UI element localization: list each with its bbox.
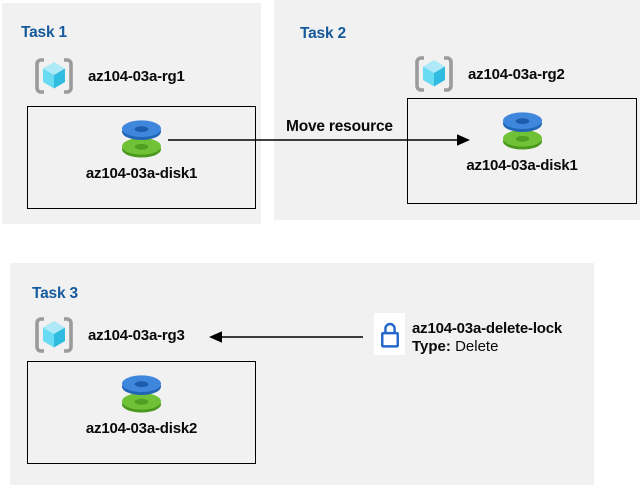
task-2-resource-box: az104-03a-disk1	[407, 98, 637, 204]
task-3-title: Task 3	[32, 284, 78, 302]
task-3-resource-group: az104-03a-rg3	[31, 314, 185, 356]
lock-type: Type: Delete	[412, 338, 562, 356]
resource-group-icon	[35, 317, 73, 353]
lock-name: az104-03a-delete-lock	[412, 320, 563, 337]
managed-disk-icon	[121, 120, 162, 158]
managed-disk-icon	[502, 112, 542, 150]
lock-badge	[374, 313, 405, 355]
task-2-title: Task 2	[300, 24, 346, 42]
resource-group-label: az104-03a-rg2	[468, 65, 565, 83]
resource-group-label: az104-03a-rg1	[88, 67, 185, 85]
task-1-resource-box: az104-03a-disk1	[27, 106, 256, 209]
task-1-title: Task 1	[21, 23, 67, 41]
resource-group-icon	[415, 56, 453, 92]
panel-task-3: Task 3 az104-03a-rg3 az104-03a-disk2	[10, 263, 594, 485]
panel-task-2: Task 2 az104-03a-rg2 az104-03a-disk1	[274, 0, 640, 220]
disk-label: az104-03a-disk2	[85, 420, 198, 437]
resource-group-icon	[35, 58, 73, 94]
lock-type-value: Delete	[455, 338, 499, 355]
disk-label: az104-03a-disk1	[85, 165, 198, 182]
resource-group-label: az104-03a-rg3	[88, 326, 185, 344]
lock-type-label: Type:	[412, 338, 451, 355]
task-2-resource-group: az104-03a-rg2	[411, 53, 565, 95]
lock-annotation: az104-03a-delete-lock Type: Delete	[412, 320, 562, 356]
task-3-resource-box: az104-03a-disk2	[27, 361, 256, 464]
task-1-resource-group: az104-03a-rg1	[31, 55, 185, 97]
move-resource-label: Move resource	[286, 118, 393, 135]
lock-icon	[380, 322, 399, 348]
panel-task-1: Task 1 az104-03a-rg1 az104-03a-disk1	[2, 3, 261, 224]
managed-disk-icon	[121, 375, 162, 413]
disk-label: az104-03a-disk1	[466, 157, 578, 174]
